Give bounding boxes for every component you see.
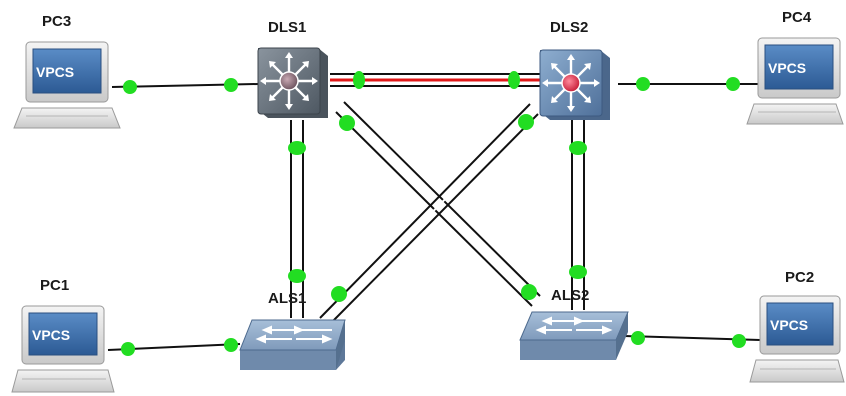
node-als1[interactable]: ALS1 — [239, 290, 346, 370]
port-up-indicator — [518, 114, 534, 130]
node-label-pc1: PC1 — [40, 277, 69, 294]
node-label-dls1: DLS1 — [268, 19, 306, 36]
port-up-indicator — [331, 286, 347, 302]
vpcs-pc-icon: VPCS — [746, 37, 844, 125]
node-pc3[interactable]: PC3 VPCS — [13, 13, 121, 129]
port-up-indicator — [569, 265, 587, 279]
vpcs-screen-text: VPCS — [770, 317, 808, 333]
l3-switch-icon — [257, 47, 328, 118]
node-label-pc2: PC2 — [785, 269, 814, 286]
node-label-als2: ALS2 — [551, 287, 589, 304]
port-up-indicator — [288, 269, 306, 283]
links-layer — [107, 73, 761, 351]
vpcs-screen-text: VPCS — [32, 327, 70, 343]
node-pc4[interactable]: PC4 VPCS — [746, 9, 844, 125]
vpcs-pc-icon: VPCS — [13, 41, 121, 129]
port-up-indicator — [224, 78, 238, 92]
l3-switch-icon — [539, 49, 610, 120]
node-als2[interactable]: ALS2 — [519, 287, 629, 360]
port-up-indicator — [508, 71, 520, 89]
vpcs-screen-text: VPCS — [36, 64, 74, 80]
port-up-indicator — [353, 71, 365, 89]
node-label-dls2: DLS2 — [550, 19, 588, 36]
port-up-indicator — [631, 331, 645, 345]
node-pc2[interactable]: PC2 VPCS — [749, 269, 845, 383]
node-label-pc3: PC3 — [42, 13, 71, 30]
vpcs-pc-icon: VPCS — [749, 295, 845, 383]
vpcs-pc-icon: VPCS — [11, 305, 115, 393]
port-up-indicator — [726, 77, 740, 91]
l2-switch-icon — [239, 319, 346, 370]
port-up-indicator — [224, 338, 238, 352]
node-pc1[interactable]: PC1 VPCS — [11, 277, 115, 393]
port-up-indicator — [732, 334, 746, 348]
port-indicators — [121, 71, 746, 356]
node-label-als1: ALS1 — [268, 290, 306, 307]
node-dls1[interactable]: DLS1 — [257, 19, 328, 118]
port-up-indicator — [521, 284, 537, 300]
node-dls2[interactable]: DLS2 — [539, 19, 610, 120]
l2-switch-icon — [519, 311, 629, 360]
port-up-indicator — [288, 141, 306, 155]
port-up-indicator — [636, 77, 650, 91]
port-up-indicator — [121, 342, 135, 356]
node-label-pc4: PC4 — [782, 9, 812, 26]
port-up-indicator — [123, 80, 137, 94]
port-up-indicator — [339, 115, 355, 131]
link-dls2-als1[interactable] — [319, 103, 539, 323]
vpcs-screen-text: VPCS — [768, 60, 806, 76]
link-dls1-als2[interactable] — [335, 101, 541, 307]
port-up-indicator — [569, 141, 587, 155]
